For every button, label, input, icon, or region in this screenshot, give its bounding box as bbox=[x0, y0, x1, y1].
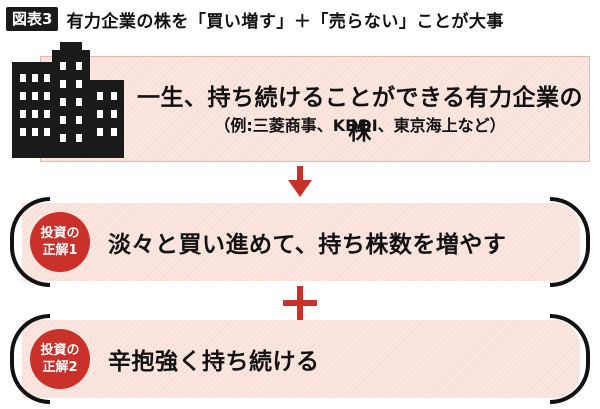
answer-box-1: 投資の 正解1 淡々と買い進めて、持ち株数を増やす bbox=[10, 197, 590, 287]
badge-line1: 投資の bbox=[40, 226, 80, 241]
top-main-text: 一生、持ち続けることができる有力企業の株 bbox=[136, 85, 584, 145]
bracket-right bbox=[550, 314, 590, 404]
building-icon bbox=[12, 42, 124, 158]
bracket-right bbox=[550, 197, 590, 287]
answer-text-2: 辛抱強く持ち続ける bbox=[108, 349, 320, 375]
answer-box-2: 投資の 正解2 辛抱強く持ち続ける bbox=[10, 314, 590, 404]
badge-line1: 投資の bbox=[40, 343, 80, 358]
answer-badge-1: 投資の 正解1 bbox=[30, 212, 90, 272]
answer-text-1: 淡々と買い進めて、持ち株数を増やす bbox=[108, 232, 507, 258]
badge-line2: 正解2 bbox=[42, 360, 78, 375]
top-box bbox=[40, 56, 590, 162]
answer-badge-2: 投資の 正解2 bbox=[30, 329, 90, 389]
top-sub-text: （例:三菱商事、KDDI、東京海上など） bbox=[214, 116, 506, 135]
figure-title: 有力企業の株を「買い増す」＋「売らない」ことが大事 bbox=[66, 11, 504, 32]
arrow-down-icon bbox=[288, 166, 312, 197]
figure-label: 図表3 bbox=[6, 7, 59, 31]
figure-header: 図表3 有力企業の株を「買い増す」＋「売らない」ことが大事 bbox=[6, 6, 504, 32]
plus-icon bbox=[283, 286, 317, 320]
badge-line2: 正解1 bbox=[42, 243, 78, 258]
